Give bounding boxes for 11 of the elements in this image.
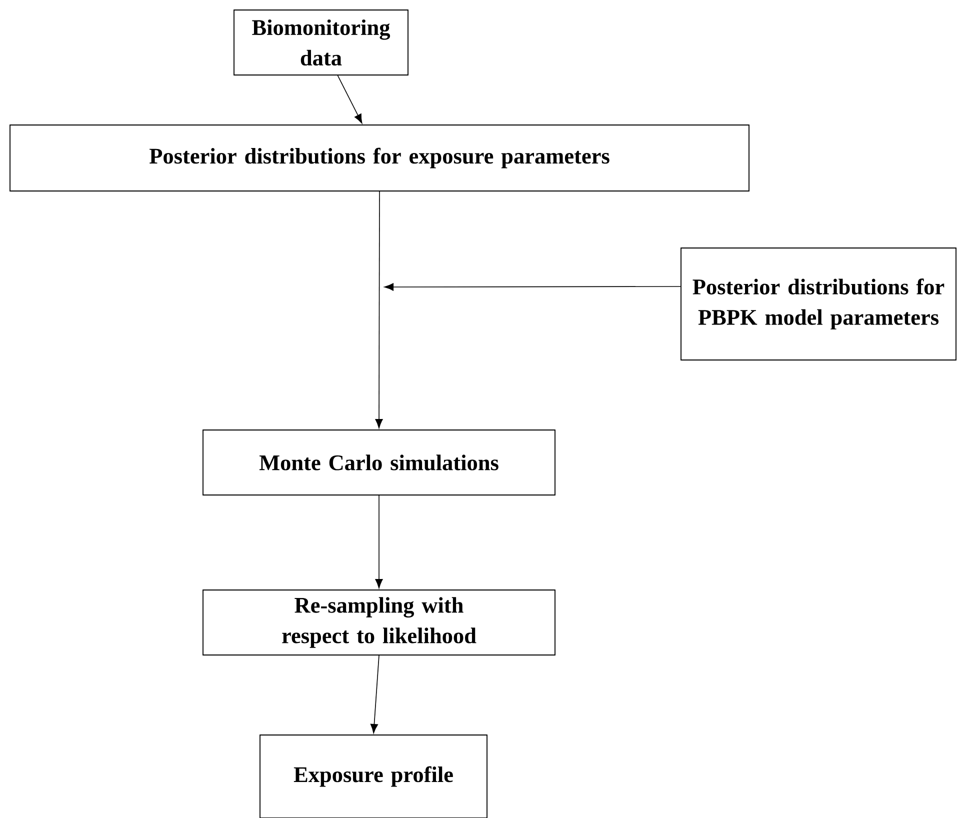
process-box: Exposure profile: [260, 734, 488, 818]
process-box: Posterior distributions for exposure parameters: [10, 124, 750, 192]
arrow: [375, 191, 383, 428]
process-box: Monte Carlo simulations: [202, 430, 556, 496]
arrow: [375, 495, 383, 588]
process-box: Posterior distributions for PBPK model parameters: [680, 248, 956, 360]
arrow: [337, 75, 362, 124]
arrow: [370, 655, 380, 734]
process-box: Biomonitoring data: [234, 10, 408, 76]
arrow: [384, 283, 681, 291]
process-box: Re-sampling with respect to likelihood: [202, 590, 556, 656]
